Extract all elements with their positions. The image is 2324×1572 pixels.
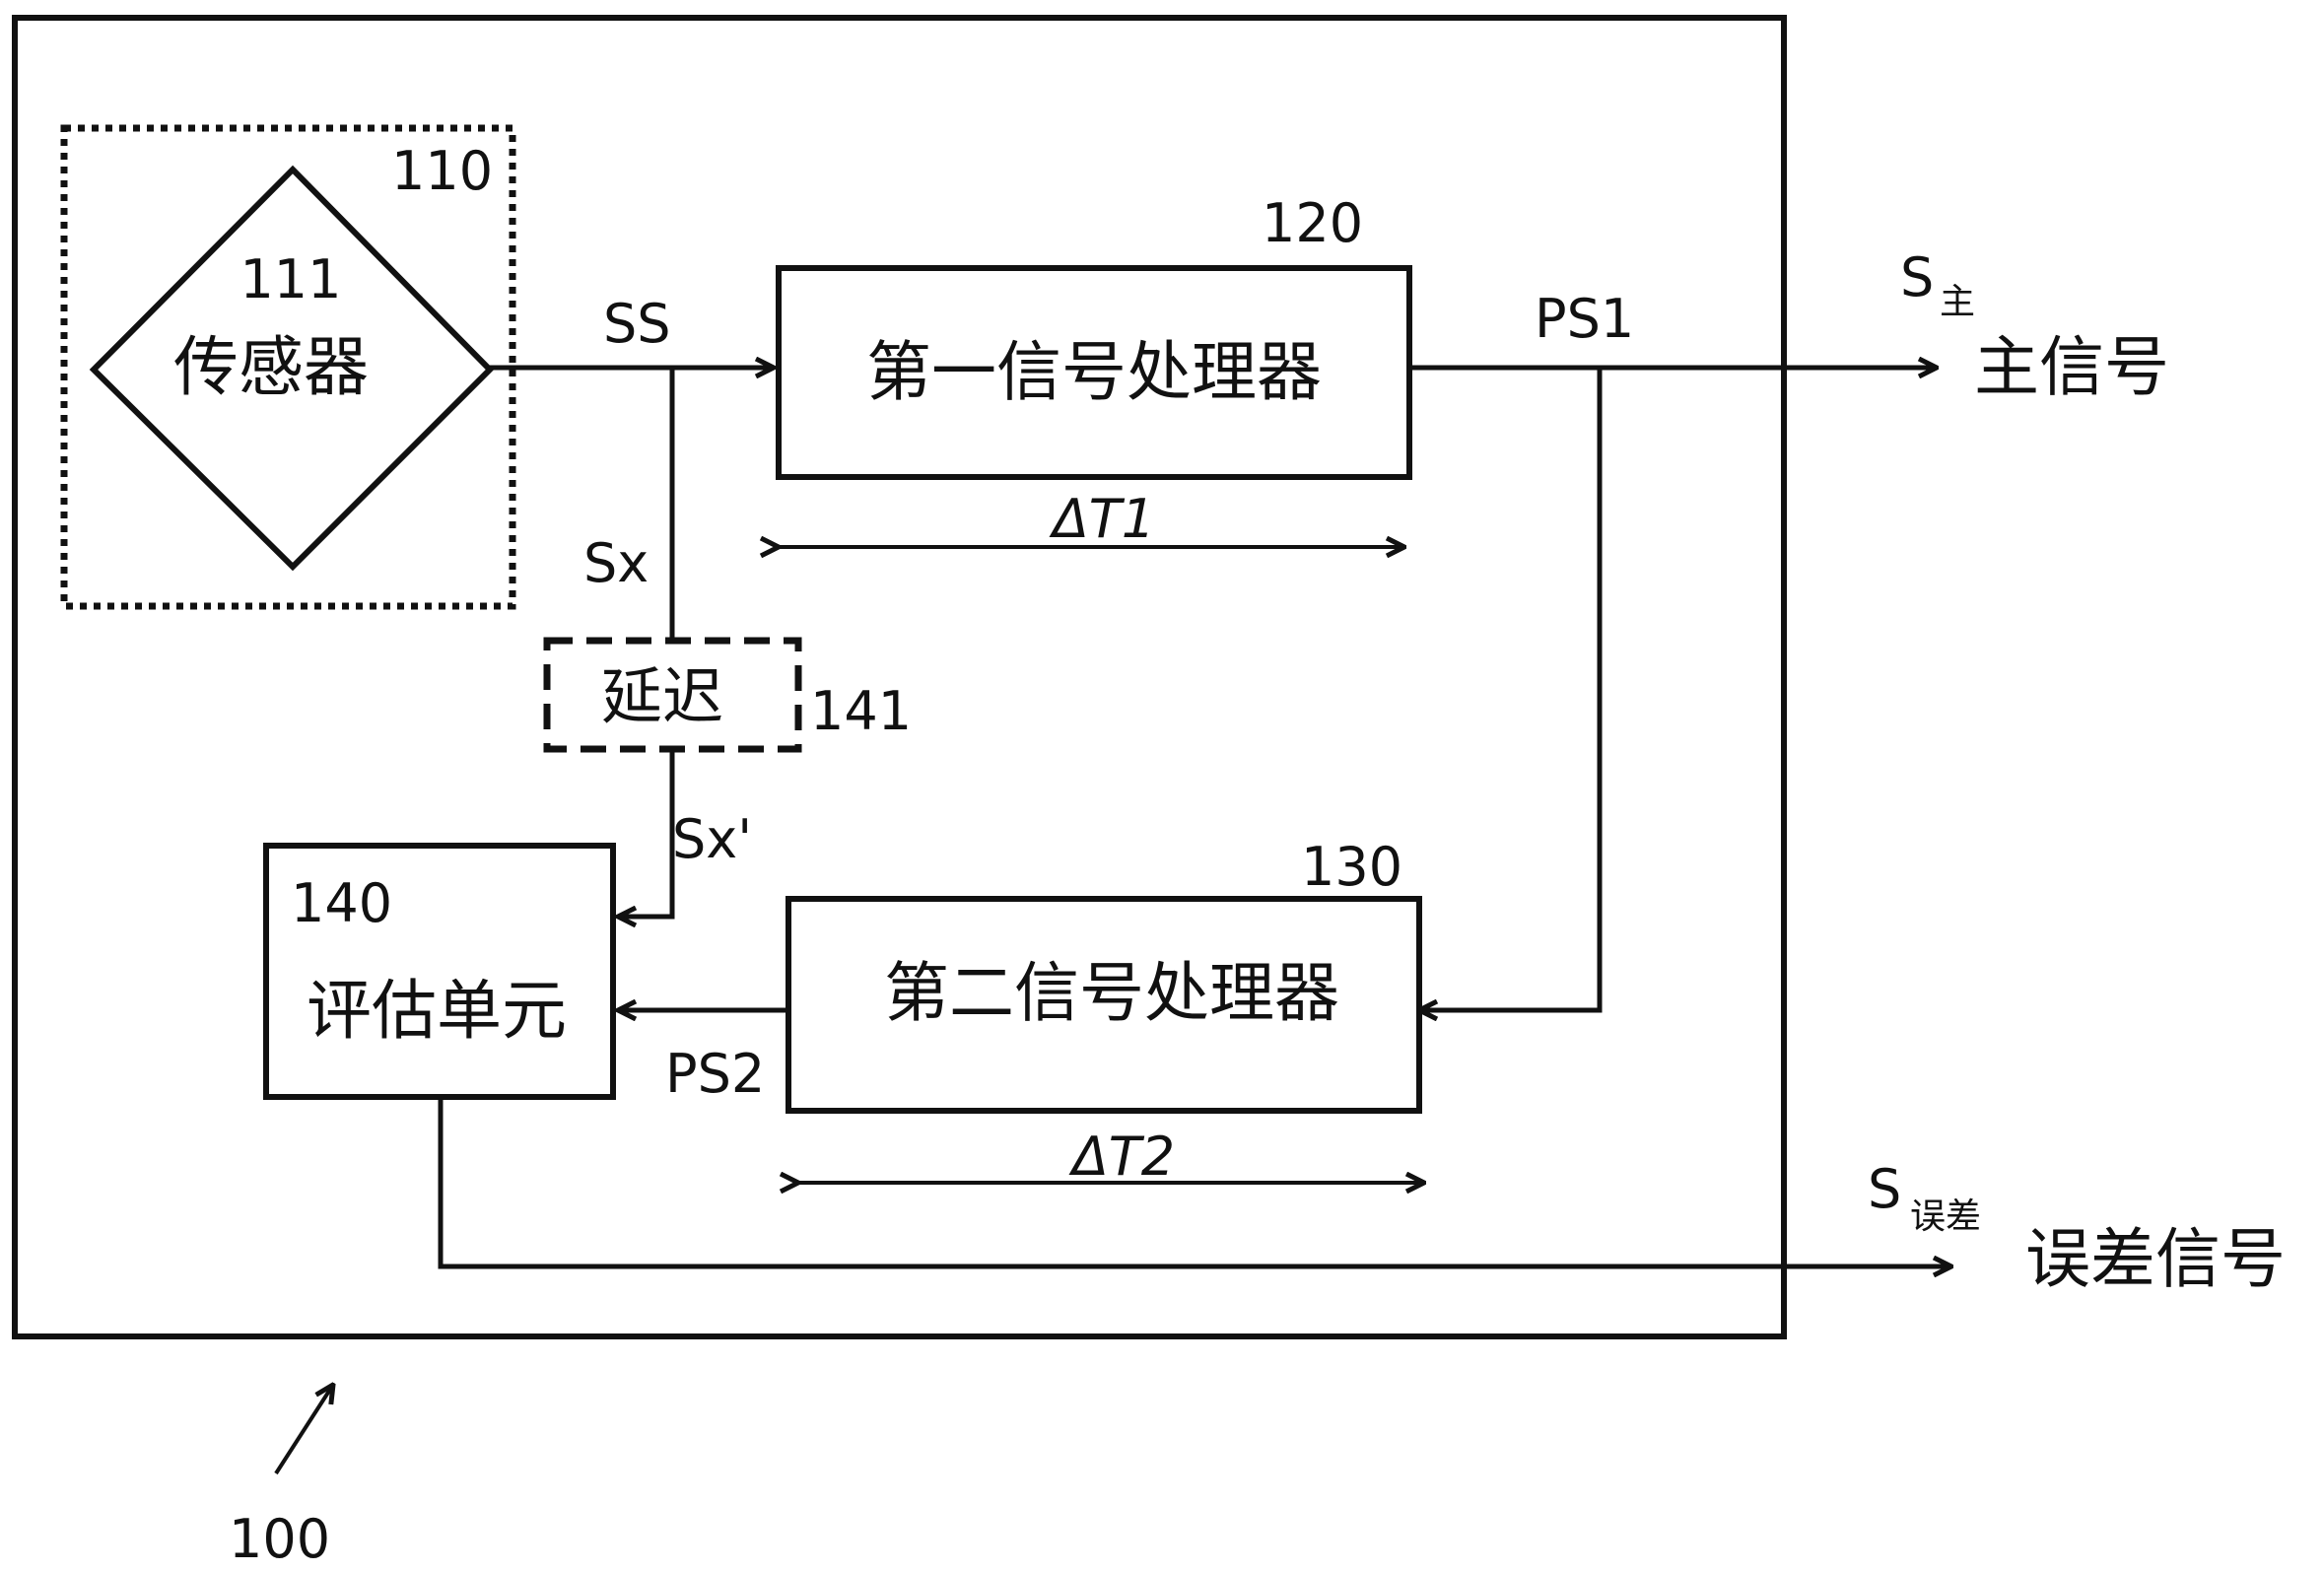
sx-label: Sx — [583, 532, 649, 594]
delay-block-ref: 141 — [810, 680, 912, 742]
ps1-to-processor2-line — [1419, 368, 1603, 1010]
system-ref-pointer — [274, 1385, 333, 1475]
processor2-box — [786, 896, 1422, 1114]
error-output-line — [438, 1097, 1951, 1266]
error-signal-subscript: 误差 — [1910, 1196, 1981, 1237]
delta-t2-label: ΔT2 — [1068, 1126, 1175, 1188]
delta-t1-label: ΔT1 — [1049, 488, 1155, 550]
sensor-module-ref: 110 — [391, 140, 493, 202]
processor1-box — [776, 265, 1412, 480]
evaluation-unit-ref: 140 — [291, 872, 392, 934]
sx-prime-label: Sx' — [672, 808, 752, 870]
processor2-ref: 130 — [1301, 836, 1402, 898]
delay-block-label: 延迟 — [601, 660, 723, 732]
sensor-diamond — [89, 165, 495, 572]
main-signal-label: 主信号 — [1974, 329, 2169, 405]
system-boundary-box — [12, 15, 1787, 1339]
processor2-label: 第二信号处理器 — [884, 955, 1339, 1031]
ps2-label: PS2 — [665, 1043, 765, 1105]
sensor-module-box — [60, 124, 516, 610]
system-ref: 100 — [229, 1508, 330, 1570]
main-signal-symbol: S — [1900, 246, 1934, 308]
sensor-label: 传感器 — [173, 329, 369, 405]
ss-label: SS — [603, 293, 671, 355]
error-signal-label: 误差信号 — [2025, 1221, 2286, 1297]
evaluation-unit-label: 评估单元 — [307, 973, 567, 1049]
processor1-label: 第一信号处理器 — [866, 334, 1322, 410]
ps1-label: PS1 — [1535, 288, 1634, 350]
processor1-ref: 120 — [1262, 192, 1363, 254]
error-signal-symbol: S — [1868, 1158, 1901, 1220]
main-signal-subscript: 主 — [1940, 282, 1975, 322]
sensor-ref: 111 — [239, 248, 341, 310]
sx-prime-line — [618, 749, 675, 917]
